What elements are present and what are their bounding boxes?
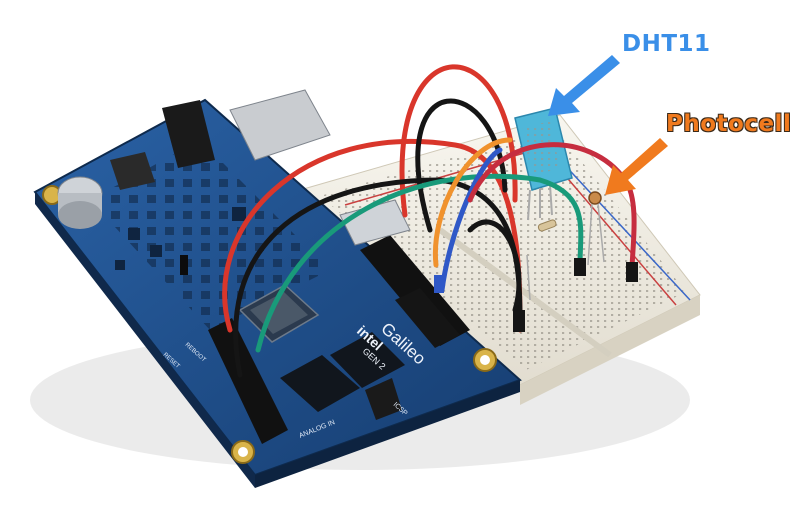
dht11-sensor <box>514 107 573 221</box>
jumper-wires <box>222 64 638 378</box>
dht11-label: DHT11 <box>622 31 711 57</box>
photocell-label: Photocell <box>666 111 792 137</box>
resistor <box>526 219 557 301</box>
photocell-component <box>587 191 605 266</box>
orange-arrow-icon <box>605 138 668 195</box>
galileo-board <box>33 89 522 488</box>
blue-arrow-icon <box>548 55 620 116</box>
